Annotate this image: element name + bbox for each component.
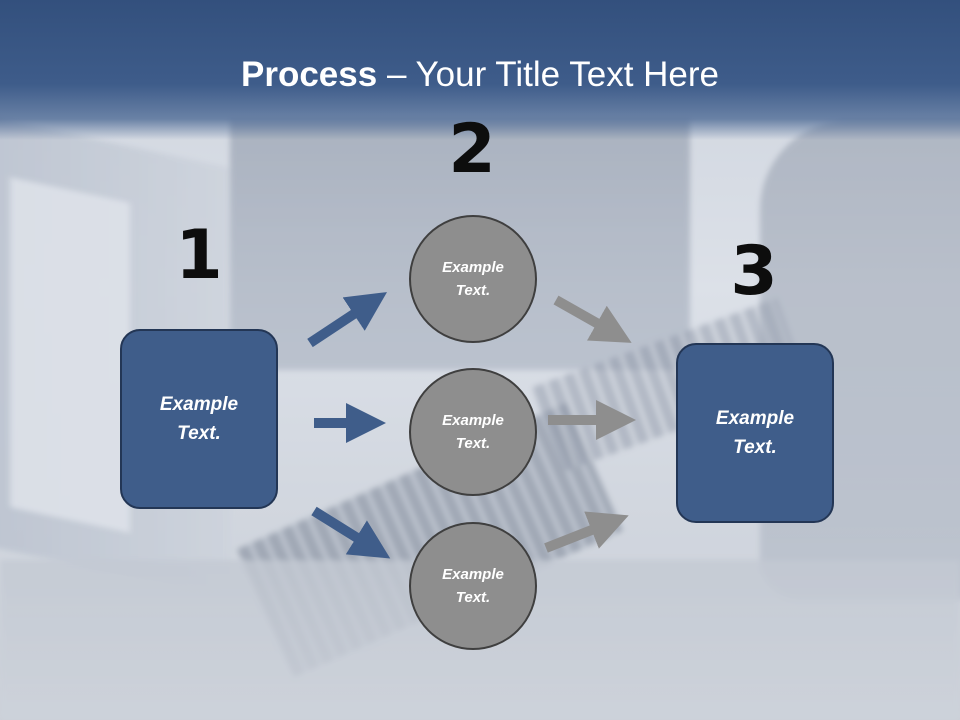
step-number-2: 2	[448, 110, 496, 189]
left-box[interactable]: Example Text.	[120, 329, 278, 509]
title-bold: Process	[241, 55, 378, 94]
circle-middle-text: Example Text.	[442, 412, 504, 452]
arrow-left-to-top	[307, 292, 388, 348]
circle-bottom-text: Example Text.	[442, 566, 504, 606]
left-box-text: Example Text.	[159, 394, 239, 444]
circle-bottom[interactable]: Example Text.	[409, 522, 537, 650]
arrow-left-to-bottom	[311, 506, 391, 559]
slide-title[interactable]: Process – Your Title Text Here	[0, 54, 960, 96]
title-band	[0, 0, 960, 140]
step-number-1: 1	[175, 216, 223, 295]
arrow-bottom-to-right	[544, 511, 629, 553]
title-rest: – Your Title Text Here	[377, 55, 719, 94]
circle-top-text: Example Text.	[442, 259, 504, 299]
right-box-text: Example Text.	[715, 408, 795, 458]
right-box[interactable]: Example Text.	[676, 343, 834, 523]
circle-middle[interactable]: Example Text.	[409, 368, 537, 496]
circle-top[interactable]: Example Text.	[409, 215, 537, 343]
step-number-3: 3	[730, 232, 778, 311]
arrow-top-to-right	[553, 295, 632, 343]
